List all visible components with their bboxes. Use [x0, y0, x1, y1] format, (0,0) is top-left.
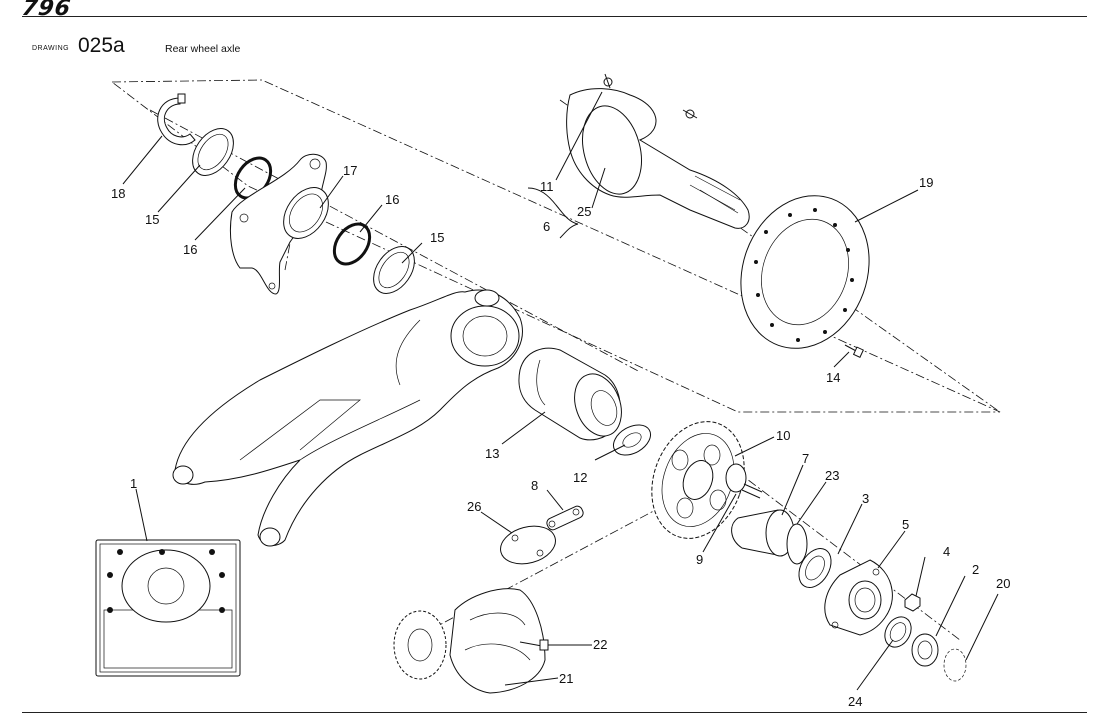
- callout-16-left: 16: [183, 242, 197, 257]
- footer-rule: [22, 712, 1087, 713]
- seal-3: [798, 548, 832, 588]
- leader-lines: [122, 91, 999, 691]
- callout-8: 8: [531, 478, 538, 493]
- callout-20: 20: [996, 576, 1010, 591]
- callout-10: 10: [776, 428, 790, 443]
- callout-13: 13: [485, 446, 499, 461]
- front-sprocket: [393, 610, 447, 680]
- callout-12: 12: [573, 470, 587, 485]
- eccentric-hub-13: [518, 347, 622, 441]
- bushing-7: [731, 509, 795, 557]
- o-ring-16-right: [332, 222, 372, 266]
- seal-23: [786, 523, 808, 565]
- callout-9: 9: [696, 552, 703, 567]
- callout-4: 4: [943, 544, 950, 559]
- brake-disc-19: [740, 195, 870, 349]
- callout-18: 18: [111, 186, 125, 201]
- rear-hub-shaft: [566, 73, 750, 229]
- callout-3: 3: [862, 491, 869, 506]
- drawing-title: Rear wheel axle: [165, 43, 241, 55]
- callout-15-right: 15: [430, 230, 444, 245]
- callout-24: 24: [848, 694, 862, 709]
- callout-19: 19: [919, 175, 933, 190]
- washer-15-right: [373, 246, 415, 294]
- flange-5: [824, 559, 893, 636]
- callout-16-right: 16: [385, 192, 399, 207]
- callout-1: 1: [130, 476, 137, 491]
- sprocket-10: [651, 421, 745, 539]
- washer-15-left: [192, 128, 234, 176]
- exploded-view-boundary: [110, 79, 1001, 413]
- callout-21: 21: [559, 671, 573, 686]
- drawing-code: 025a: [78, 34, 125, 57]
- callout-7: 7: [802, 451, 809, 466]
- link-plate-26: [500, 525, 556, 565]
- header-rule: [22, 16, 1087, 17]
- bolt-14: [844, 344, 864, 358]
- drawing-word: DRAWING: [32, 45, 70, 52]
- nut-4: [904, 593, 921, 612]
- bearing-17: [283, 187, 329, 239]
- callout-26: 26: [467, 499, 481, 514]
- washer-24: [884, 616, 912, 648]
- sprocket-cover-21: [449, 588, 546, 694]
- callout-22: 22: [593, 637, 607, 652]
- flange-axis-line: [734, 469, 961, 641]
- stud-9: [725, 463, 763, 499]
- callout-25: 25: [577, 204, 591, 219]
- callout-6: 6: [543, 219, 550, 234]
- callout-17: 17: [343, 163, 357, 178]
- callout-11: 11: [540, 179, 554, 194]
- circlip-18: [157, 93, 196, 146]
- swingarm: [172, 289, 523, 547]
- inset-view-1: [95, 539, 241, 677]
- callout-23: 23: [825, 468, 839, 483]
- clip-20: [943, 648, 967, 682]
- group-bracket-6: [527, 187, 579, 239]
- callout-5: 5: [902, 517, 909, 532]
- axle-nut-2: [911, 633, 939, 667]
- callout-14: 14: [826, 370, 840, 385]
- callout-15-left: 15: [145, 212, 159, 227]
- callout-2: 2: [972, 562, 979, 577]
- chain-link-8: [546, 505, 584, 531]
